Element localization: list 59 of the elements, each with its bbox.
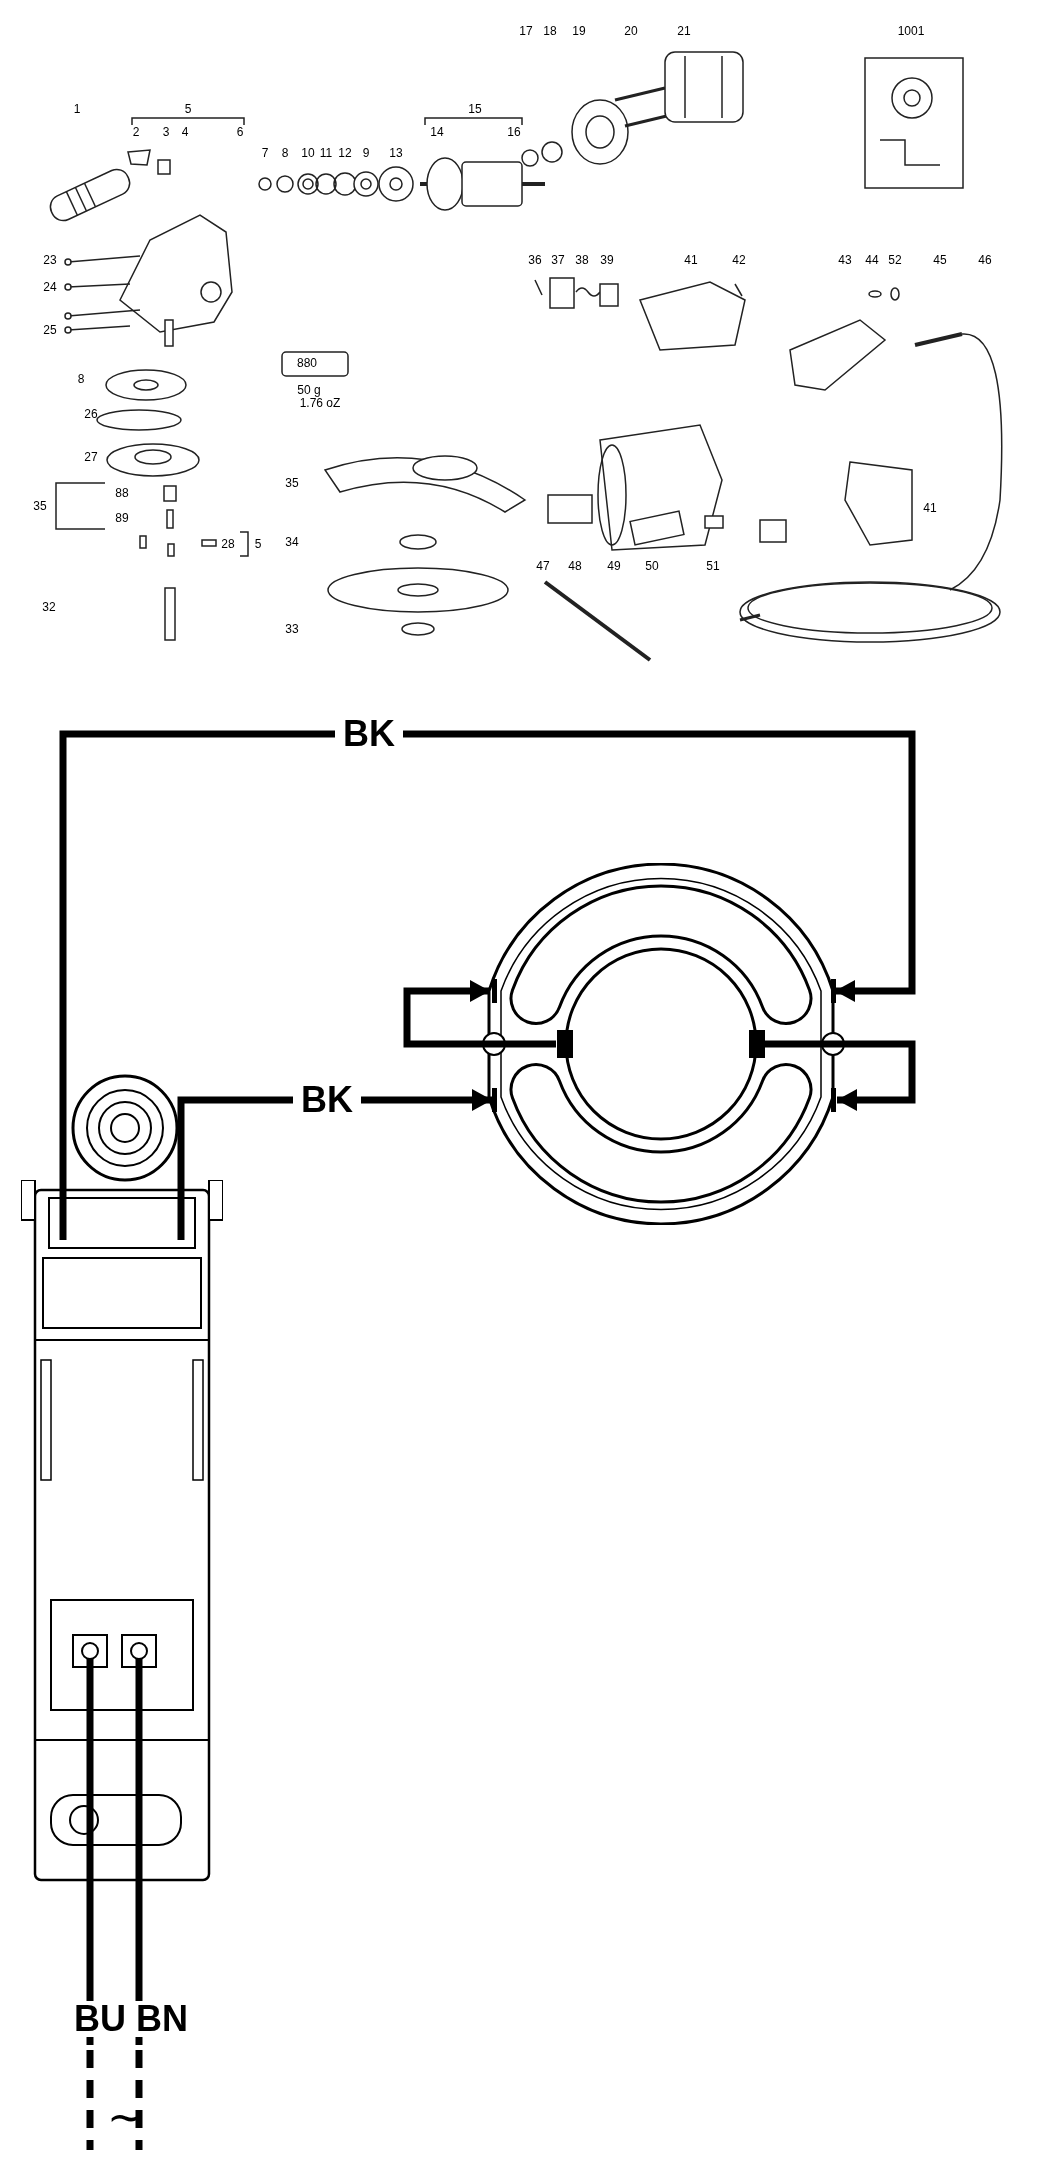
callout-number: 38 [575, 254, 589, 266]
callout-number: 35 [33, 500, 47, 512]
callout-number: 8 [77, 373, 85, 385]
callout-number: 14 [430, 126, 444, 138]
callout-number: 47 [536, 560, 550, 572]
callout-number: 1 [73, 103, 81, 115]
callout-number: 880 [297, 357, 317, 369]
callout-number: 35 [285, 477, 299, 489]
callout-number: 11 [319, 147, 333, 159]
callout-number: 27 [84, 451, 98, 463]
callout-number: 16 [507, 126, 521, 138]
callout-number: 42 [732, 254, 746, 266]
callout-number: 41 [923, 502, 937, 514]
callout-number: 17 [519, 25, 533, 37]
callout-number: 44 [865, 254, 879, 266]
callout-number: 5 [254, 538, 262, 550]
callout-number: 46 [978, 254, 992, 266]
wire [765, 1040, 916, 1111]
callout-number: 37 [551, 254, 565, 266]
callout-number: 25 [43, 324, 57, 336]
callout-number: 8 [281, 147, 289, 159]
callout-number: 50 g [297, 384, 321, 396]
callout-number: 5 [184, 103, 192, 115]
callout-number: 39 [600, 254, 614, 266]
callout-number: 20 [624, 25, 638, 37]
callout-number: 48 [568, 560, 582, 572]
callout-number: 33 [285, 623, 299, 635]
callout-number: 34 [285, 536, 299, 548]
callout-number: 4 [181, 126, 189, 138]
callout-number: 89 [115, 512, 129, 524]
callout-number: 2 [132, 126, 140, 138]
callout-number: 41 [684, 254, 698, 266]
callout-number: 26 [84, 408, 98, 420]
callout-number: 9 [362, 147, 370, 159]
callout-number: 88 [115, 487, 129, 499]
callout-number: 12 [338, 147, 352, 159]
callout-number: 1001 [897, 25, 925, 37]
callout-number: 51 [706, 560, 720, 572]
callout-number: 36 [528, 254, 542, 266]
callout-number: 18 [543, 25, 557, 37]
callout-number: 13 [389, 147, 403, 159]
callout-number: 7 [261, 147, 269, 159]
callout-number: 43 [838, 254, 852, 266]
callout-number: 10 [301, 147, 315, 159]
wire [403, 980, 556, 1048]
callout-number: 50 [645, 560, 659, 572]
callout-number: 49 [607, 560, 621, 572]
callout-number: 15 [468, 103, 482, 115]
callout-number: 32 [42, 601, 56, 613]
callout-number: 23 [43, 254, 57, 266]
callout-number: 21 [677, 25, 691, 37]
callout-number: 28 [221, 538, 235, 550]
callout-number: 6 [236, 126, 244, 138]
callout-number: 45 [933, 254, 947, 266]
callout-number: 19 [572, 25, 586, 37]
callout-number: 52 [888, 254, 902, 266]
callout-number: 3 [162, 126, 170, 138]
callout-number: 24 [43, 281, 57, 293]
callout-number: 1.76 oZ [299, 397, 341, 409]
